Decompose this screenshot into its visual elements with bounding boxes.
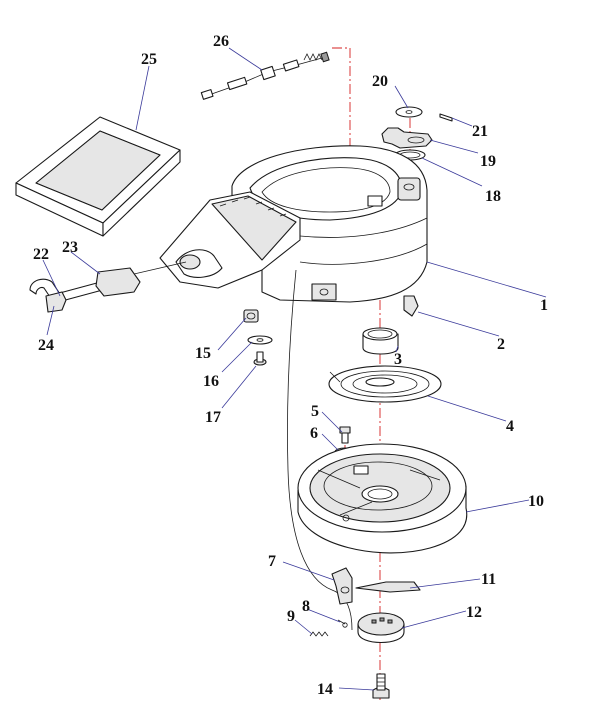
- callout-4: 4: [506, 418, 514, 435]
- part-19-clamp: [381, 127, 433, 149]
- part-9-spring: [309, 631, 329, 637]
- part-8-pin: [337, 619, 348, 628]
- part-16-washer: [247, 335, 273, 345]
- part-5-screw: [339, 426, 351, 444]
- callout-10: 10: [528, 493, 544, 510]
- part-2-housing-pawl: [403, 295, 419, 317]
- part-25-filter-frame: [15, 116, 181, 237]
- part-14-bolt: [372, 673, 390, 699]
- callout-15: 15: [195, 345, 211, 362]
- callout-11: 11: [481, 571, 496, 588]
- callout-12: 12: [466, 604, 482, 621]
- callout-26: 26: [213, 33, 229, 50]
- callout-7: 7: [268, 553, 276, 570]
- part-4-spring: [328, 365, 442, 403]
- callout-labels: 1 2 3 4 5 6 7 8 9 10 11 12 14 15 16 17 1…: [33, 33, 548, 698]
- callout-20: 20: [372, 73, 388, 90]
- callout-5: 5: [311, 403, 319, 420]
- callout-21: 21: [472, 123, 488, 140]
- callout-1: 1: [540, 297, 548, 314]
- part-7-pawl: [331, 567, 353, 605]
- callout-9: 9: [287, 608, 295, 625]
- callout-16: 16: [203, 373, 219, 390]
- part-20-washer: [395, 106, 423, 118]
- callout-17: 17: [205, 409, 221, 426]
- part-3-sleeve: [362, 327, 399, 355]
- callout-14: 14: [317, 681, 333, 698]
- part-15-bushing: [243, 309, 259, 323]
- callout-6: 6: [310, 425, 318, 442]
- part-1-starter-housing: [231, 145, 428, 303]
- part-12-cap-plate: [357, 612, 405, 643]
- part-11-leaf-spring: [355, 581, 421, 593]
- part-22-24-lever-assembly: [29, 261, 187, 313]
- part-17-screw: [253, 351, 267, 366]
- leader-lines: [42, 47, 547, 691]
- callout-23: 23: [62, 239, 78, 256]
- part-26-cable: [200, 51, 330, 100]
- callout-8: 8: [302, 598, 310, 615]
- callout-22: 22: [33, 246, 49, 263]
- part-21-pin: [439, 113, 453, 122]
- callout-18: 18: [485, 188, 501, 205]
- callout-2: 2: [497, 336, 505, 353]
- callout-3: 3: [394, 351, 402, 368]
- callout-19: 19: [480, 153, 496, 170]
- callout-24: 24: [38, 337, 54, 354]
- part-10-pulley: [297, 443, 468, 554]
- part-housing-grip: [159, 191, 301, 289]
- callout-25: 25: [141, 51, 157, 68]
